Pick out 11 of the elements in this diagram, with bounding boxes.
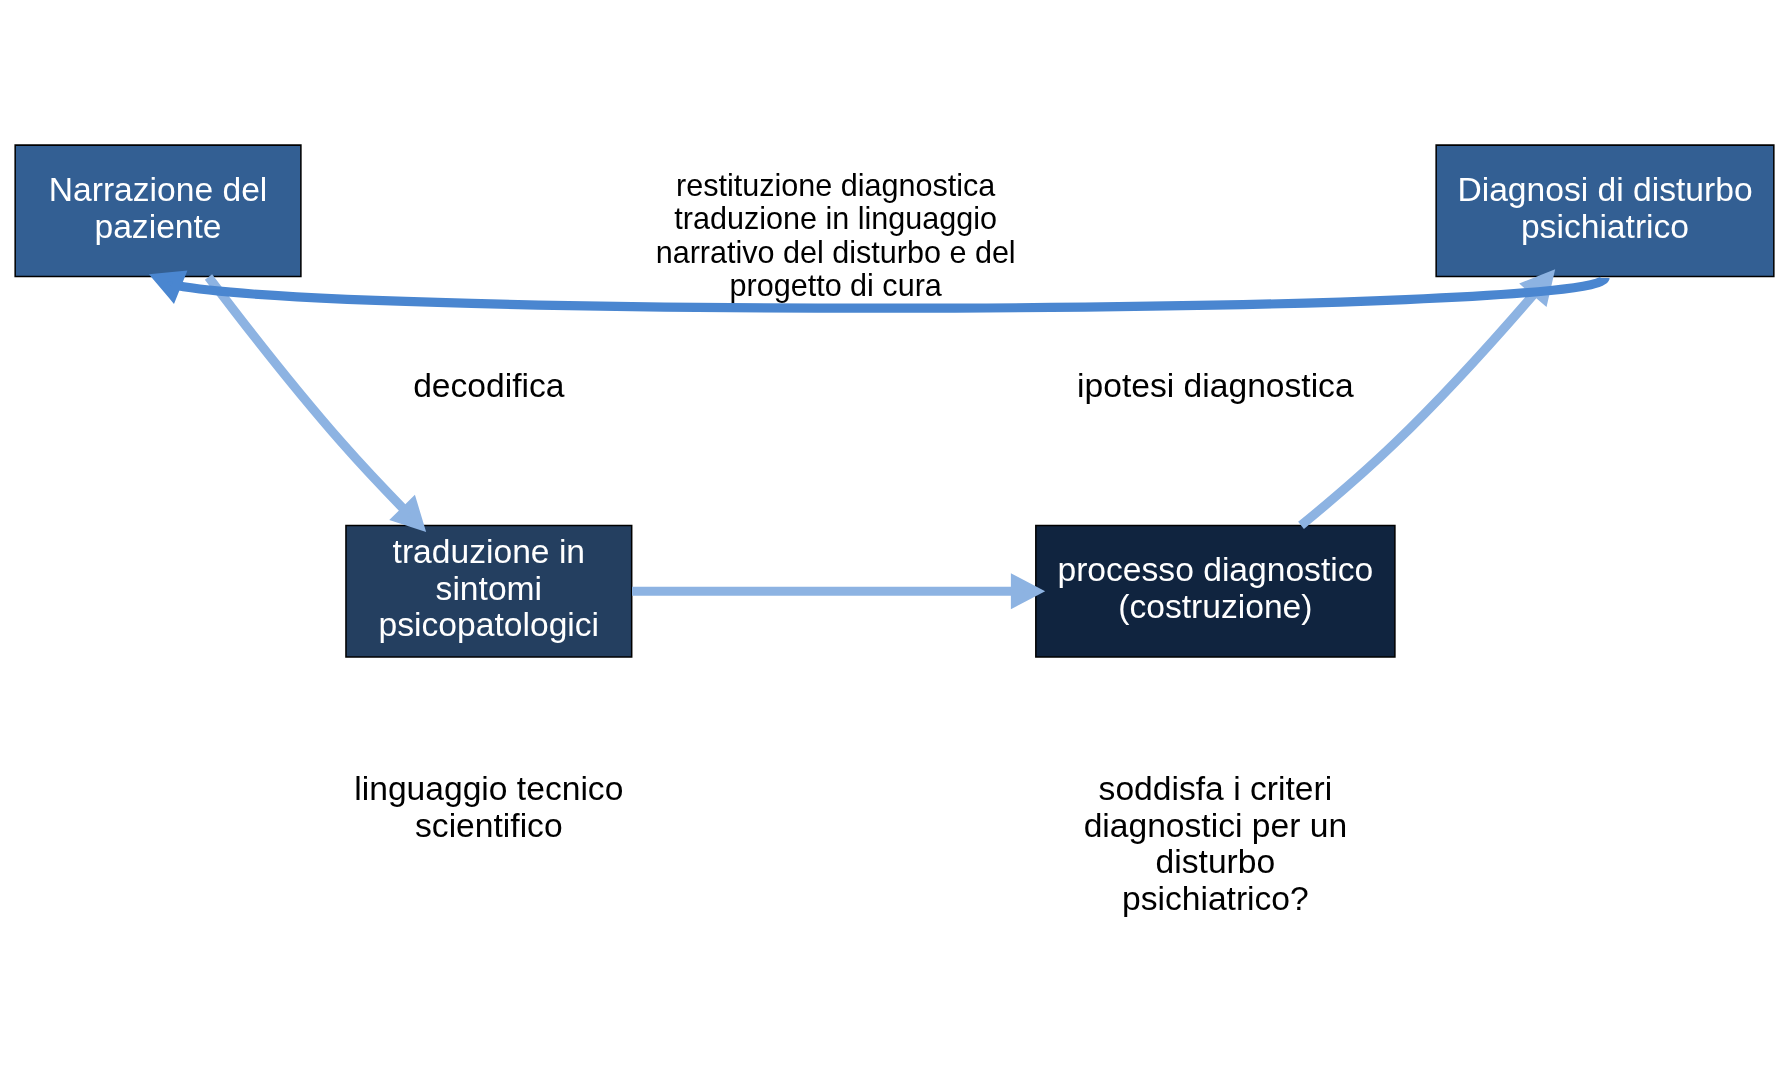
node-box: Diagnosi di disturbo psichiatrico bbox=[1435, 144, 1775, 278]
node-label: linguaggio tecnico scientifico bbox=[354, 769, 624, 844]
node-box: processo diagnostico (costruzione) bbox=[1035, 524, 1396, 658]
arrow bbox=[632, 573, 1046, 610]
arrow bbox=[204, 274, 427, 532]
node-label: decodifica bbox=[413, 366, 565, 404]
node-box: traduzione in sintomi psicopatologici bbox=[345, 524, 633, 658]
node-box: Narrazione del paziente bbox=[14, 144, 302, 278]
edge-label: restituzione diagnostica traduzione in linguaggio narrativo del disturbo e del progetto di cura bbox=[655, 167, 1016, 303]
node-label: ipotesi diagnostica bbox=[1077, 366, 1354, 404]
node-label: soddisfa i criteri diagnostici per un disturbo psichiatrico? bbox=[1083, 769, 1348, 917]
